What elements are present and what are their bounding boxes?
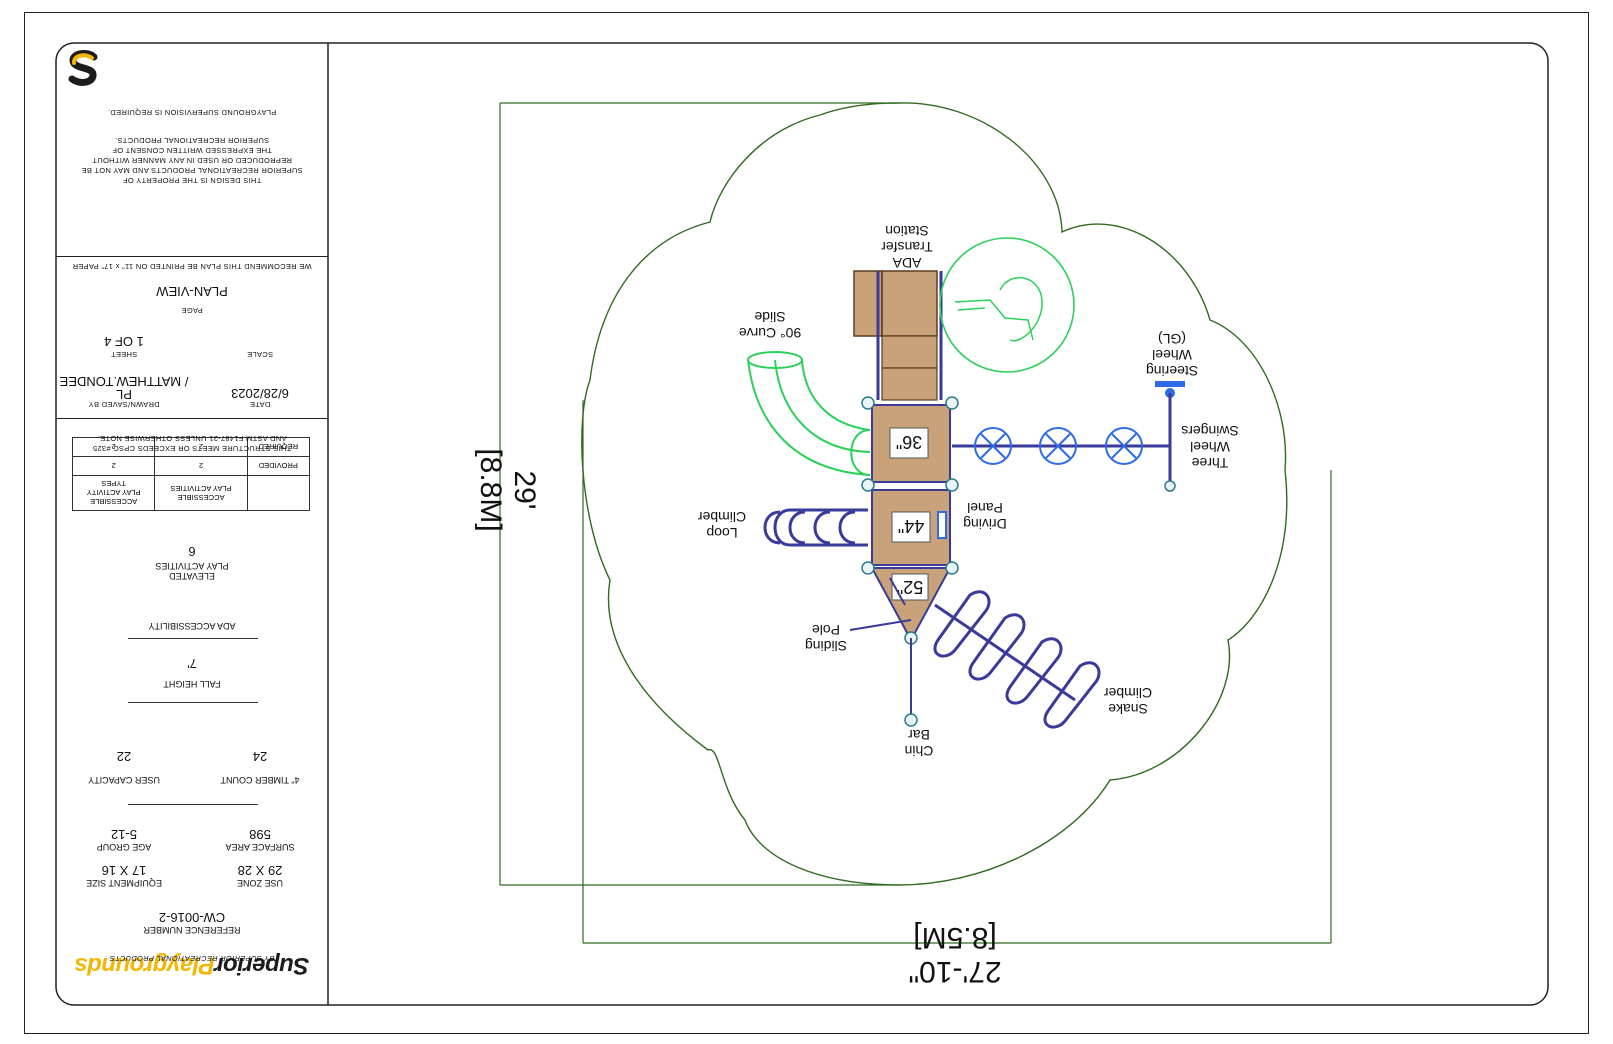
dim-vertical-m: [8.8M] <box>474 448 507 531</box>
label-sliding: Sliding <box>805 638 847 654</box>
deck-posts <box>861 396 959 645</box>
label-transfer: Transfer <box>881 239 933 255</box>
dim-vertical-ft: 29' <box>508 470 541 509</box>
three-wheel-swingers <box>952 400 1176 492</box>
deck-36: 36" <box>871 404 951 483</box>
label-climber: Climber <box>698 509 747 525</box>
deck-height-44: 44" <box>898 516 924 536</box>
sheet-frame <box>24 12 1589 1034</box>
brand-s-icon <box>68 50 98 86</box>
label-bar: Bar <box>908 727 930 743</box>
label-loop: Loop <box>706 525 737 541</box>
dim-horizontal-m: [8.5M] <box>913 921 996 954</box>
chin-bar <box>904 638 918 727</box>
deck-44: 44" <box>871 489 951 566</box>
snake-climber <box>933 590 1101 729</box>
label-gl: (GL) <box>1158 331 1186 347</box>
label-steering: Steering <box>1146 363 1198 379</box>
label-snake: Snake <box>1108 701 1148 717</box>
deck-52: 52" <box>870 567 952 643</box>
label-panel: Panel <box>967 500 1003 516</box>
label-snake-climber: Climber <box>1104 685 1153 701</box>
label-wheel-2: Wheel <box>1190 439 1230 455</box>
title-block: SuperiorPlaygrounds BY SUPERIOR RECREATI… <box>56 43 328 1005</box>
accessibility-icon <box>939 237 1075 373</box>
dimension-vertical <box>499 102 898 886</box>
label-swingers: Swingers <box>1181 423 1239 439</box>
dimension-horizontal <box>582 400 1332 944</box>
label-three: Three <box>1192 455 1229 471</box>
steering-wheel <box>1155 381 1185 410</box>
deck-height-36: 36" <box>896 432 922 452</box>
label-pole: Pole <box>812 622 840 638</box>
label-curve-slide: 90° Curve <box>739 325 802 341</box>
ada-transfer-station <box>853 270 943 401</box>
label-wheel: Wheel <box>1152 347 1192 363</box>
dim-horizontal-ft: 27'-10" <box>908 955 1001 988</box>
plan-labels: ADA Transfer Station 90° Curve Slide Ste… <box>474 223 1239 988</box>
label-ada: ADA <box>892 255 921 271</box>
curve-slide <box>747 351 871 476</box>
deck-height-52: 52" <box>897 577 923 597</box>
label-slide: Slide <box>754 309 785 325</box>
label-driving: Driving <box>963 516 1007 532</box>
label-chin: Chin <box>905 743 934 759</box>
label-station: Station <box>885 223 929 239</box>
sliding-pole <box>849 577 912 631</box>
loop-climber <box>763 508 868 547</box>
